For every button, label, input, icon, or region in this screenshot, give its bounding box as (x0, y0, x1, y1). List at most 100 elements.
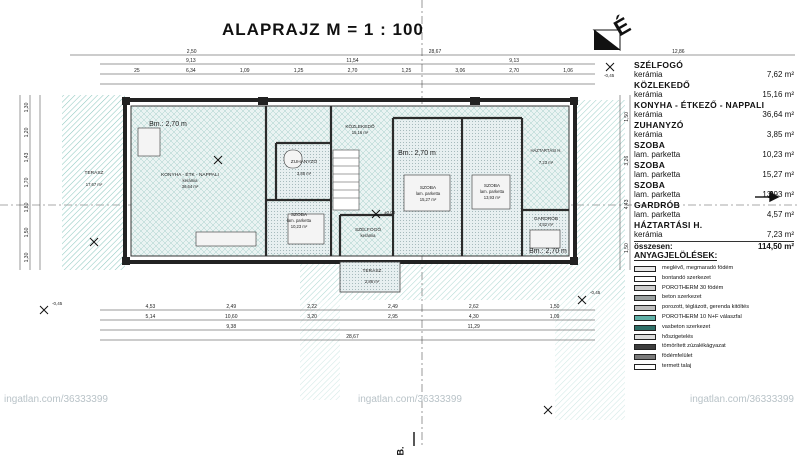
plan-label-room2: SZOBA (420, 185, 437, 191)
plan-label-terasz-left-area: 17,67 m² (86, 182, 103, 187)
plan-label-height-right: Bm.: 2,70 m (529, 248, 567, 255)
dimension-label: 1,25 (294, 68, 304, 74)
dimension-label: 9,13 (509, 58, 519, 64)
room-area: 13,93 m² (762, 190, 794, 199)
room-area: 3,85 m² (766, 130, 794, 139)
dimension-label: 1,50 (624, 243, 630, 253)
dimension-label: 2,22 (307, 304, 317, 310)
level-label-top: -0,45 (604, 73, 615, 78)
material-label: meglévő, megmaradó födém (662, 265, 734, 271)
dimension-label: 1,30 (24, 102, 30, 112)
dimension-label: 5,14 (146, 314, 156, 320)
plan-label-terasz-left: TERASZ (85, 170, 104, 176)
level-label-left: -0,45 (52, 301, 63, 306)
room-row: kerámia 36,64 m² (634, 110, 794, 120)
room-area: 36,64 m² (762, 110, 794, 119)
material-swatch (634, 314, 656, 321)
dimension-label: 3,20 (307, 314, 317, 320)
material-swatch (634, 324, 656, 331)
room-material: kerámia (634, 130, 663, 139)
room-name: ZUHANYZÓ (634, 120, 684, 130)
room-area: 15,16 m² (762, 90, 794, 99)
dimension-label: 2,95 (388, 314, 398, 320)
dimension-label: 9,13 (186, 58, 196, 64)
room-area: 10,23 m² (762, 150, 794, 159)
dimension-label: 2,70 (348, 68, 358, 74)
room-area: 7,23 m² (766, 230, 794, 239)
plan-label-haztartasi-area: 7,23 m² (539, 160, 554, 165)
room-material: lam. parketta (634, 170, 681, 179)
total-row: összesen:114,50 m² (634, 241, 794, 252)
watermark-center: ingatlan.com/36333399 (358, 394, 462, 405)
dimension-label: 2,49 (226, 304, 236, 310)
dimension-label: 1,20 (24, 127, 30, 137)
material-item: termett talaj (634, 362, 749, 372)
plan-label-terasz-bottom-area: 2,86 m² (365, 279, 380, 284)
room-material: lam. parketta (634, 150, 681, 159)
plan-label-kitchen-sub: kerámia (183, 178, 199, 183)
material-swatch (634, 285, 656, 292)
material-label: termett talaj (662, 362, 692, 369)
material-label: POROTHERM 30 födém (662, 284, 724, 291)
material-swatch (634, 354, 656, 361)
dimension-label: 1,06 (563, 68, 573, 74)
material-swatch (634, 363, 656, 370)
dimension-label: 10,60 (225, 314, 238, 320)
room-name: SZOBA (634, 180, 666, 190)
plan-label-corridor: KÖZLEKEDŐ (345, 123, 375, 130)
material-item: POROTHERM 10 N+F válaszfal (634, 313, 749, 323)
dimension-label: 3,06 (455, 68, 465, 74)
room-material: kerámia (634, 230, 663, 239)
plan-label-room1: SZOBA (291, 212, 308, 218)
dimension-label: 12,86 (672, 49, 685, 55)
room-name: KONYHA - ÉTKEZŐ - NAPPALI (634, 100, 765, 110)
room-material: kerámia (634, 90, 663, 99)
dimension-label: 4,53 (146, 304, 156, 310)
material-swatch (634, 334, 656, 341)
plan-room-labels: KONYHA - ÉTK - NAPPALI kerámia 36,64 m² … (85, 121, 568, 284)
site-ground (62, 95, 625, 420)
material-item: tömörített zúzalékágyazat (634, 342, 749, 352)
plan-label-room1-area: 10,23 m² (291, 224, 308, 229)
watermark-right: ingatlan.com/36333399 (690, 394, 794, 405)
material-item: hőszigetelés (634, 333, 749, 343)
room-row: lam. parketta 13,93 m² (634, 190, 794, 200)
dimension-label: 11,54 (346, 58, 358, 64)
section-label-b: B. (395, 446, 406, 456)
plan-label-terasz-bottom: TERASZ (363, 268, 382, 274)
material-item: vasbeton szerkezet (634, 323, 749, 333)
room-material: lam. parketta (634, 190, 681, 199)
dimension-label: 1,09 (240, 68, 250, 74)
room-name: SZOBA (634, 160, 666, 170)
material-item: meglévő, megmaradó födém (634, 264, 749, 274)
dimension-label: 4,30 (469, 314, 479, 320)
dimension-label: 1,50 (24, 227, 30, 237)
room-row: lam. parketta 10,23 m² (634, 150, 794, 160)
room-material: kerámia (634, 110, 663, 119)
dimension-label: 4,43 (624, 199, 630, 209)
dimension-label: 1,70 (24, 177, 30, 187)
dimension-lines (19, 54, 795, 341)
section-label-a: A. (768, 190, 778, 201)
dimension-label: 1,25 (402, 68, 412, 74)
room-name: SZOBA (634, 140, 666, 150)
dimension-label: 2,49 (388, 304, 398, 310)
dimension-label: 2,70 (509, 68, 519, 74)
building-walls (122, 97, 578, 265)
material-label: beton szerkezet (662, 294, 702, 301)
room-name: KÖZLEKEDŐ (634, 80, 691, 90)
dimension-label: 28,67 (429, 49, 442, 55)
material-label: porozott, téglázott, gerenda kitöltés (662, 304, 750, 311)
dimension-label: 11,29 (468, 324, 480, 330)
material-label: tömörített zúzalékágyazat (662, 343, 726, 350)
plan-label-room3-area: 13,93 m² (484, 195, 501, 200)
material-label: födémfelület (662, 353, 693, 360)
material-item: beton szerkezet (634, 293, 749, 303)
page-title: ALAPRAJZ M = 1 : 100 (222, 20, 424, 39)
plan-label-height-mid: Bm.: 2,70 m (398, 150, 436, 157)
material-swatch (634, 344, 656, 351)
level-label-floor: ±0,00 (384, 210, 396, 215)
